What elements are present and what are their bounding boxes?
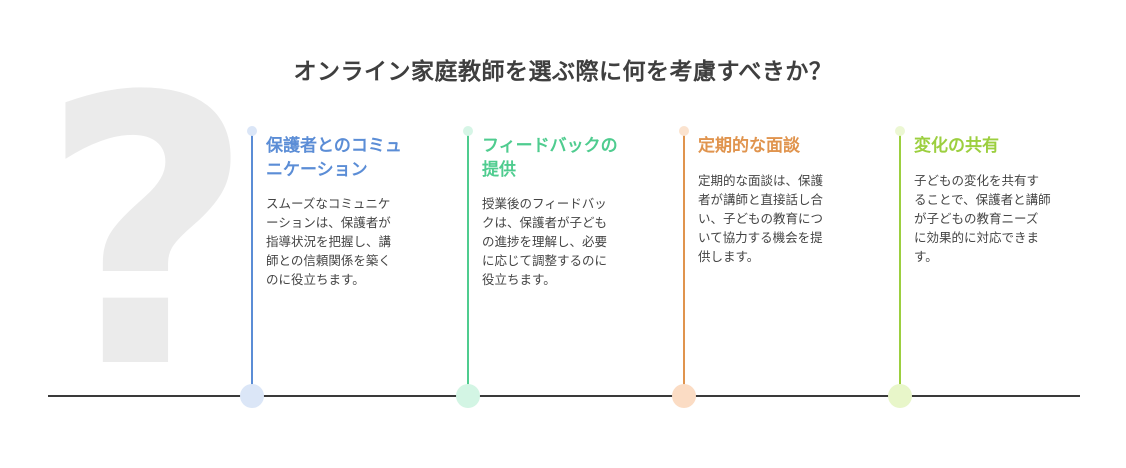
step-description-line: す。: [914, 249, 938, 264]
step-description-line: 役立ちます。: [482, 272, 556, 287]
step-description-line: 供します。: [698, 249, 760, 264]
step-marker-dot: [672, 384, 696, 408]
step-description-line: スムーズなコミュニケ: [266, 196, 391, 211]
step-connector-line: [899, 135, 901, 395]
step-description-line: ーションは、保護者が: [266, 215, 391, 230]
step-title-line: ニケーション: [266, 160, 368, 180]
step-connector-line: [683, 135, 685, 395]
step-description-line: の進捗を理解し、必要: [482, 234, 608, 249]
step-description-line: のに役立ちます。: [266, 272, 365, 287]
step-description-line: いて協力する機会を提: [698, 230, 823, 245]
step-title-line: 保護者とのコミュ: [266, 136, 402, 156]
question-mark-icon: ?: [40, 20, 255, 450]
step-description-line: ることで、保護者と講師: [914, 192, 1051, 207]
step-top-dot: [679, 126, 689, 136]
step-description-line: 者が講師と直接話し合: [698, 192, 824, 207]
step-title-line: 変化の共有: [914, 136, 999, 156]
step-description-line: 子どもの変化を共有す: [914, 173, 1040, 188]
step-title: フィードバックの提供: [482, 134, 662, 182]
step-connector-line: [467, 135, 469, 395]
step-description-line: 授業後のフィードバッ: [482, 196, 607, 211]
step-description-line: が子どもの教育ニーズ: [914, 211, 1039, 226]
step-title: 保護者とのコミュニケーション: [266, 134, 446, 182]
step-title-line: 定期的な面談: [698, 136, 800, 156]
step-marker-dot: [888, 384, 912, 408]
step-top-dot: [247, 126, 257, 136]
step-title-line: 提供: [482, 160, 516, 180]
timeline-baseline: [48, 395, 1080, 397]
step-description-line: 指導状況を把握し、講: [266, 234, 392, 249]
step-marker-dot: [456, 384, 480, 408]
step-description-line: 師との信頼関係を築く: [266, 253, 391, 268]
step-description-line: 定期的な面談は、保護: [698, 173, 824, 188]
step-description: 子どもの変化を共有することで、保護者と講師が子どもの教育ニーズに効果的に対応でき…: [914, 171, 1082, 266]
step-top-dot: [895, 126, 905, 136]
step-title: 定期的な面談: [698, 134, 878, 158]
step-top-dot: [463, 126, 473, 136]
step-description-line: い、子どもの教育につ: [698, 211, 824, 226]
step-description-line: に応じて調整するのに: [482, 253, 608, 268]
step-description: スムーズなコミュニケーションは、保護者が指導状況を把握し、講師との信頼関係を築く…: [266, 194, 434, 289]
step-connector-line: [251, 135, 253, 395]
step-title: 変化の共有: [914, 134, 1094, 158]
step-title-line: フィードバックの: [482, 136, 618, 156]
step-description: 授業後のフィードバックは、保護者が子どもの進捗を理解し、必要に応じて調整するのに…: [482, 194, 650, 289]
step-description-line: クは、保護者が子ども: [482, 215, 608, 230]
diagram-title: オンライン家庭教師を選ぶ際に何を考慮すべきか？: [293, 59, 833, 85]
step-description-line: に効果的に対応できま: [914, 230, 1040, 245]
step-marker-dot: [240, 384, 264, 408]
step-description: 定期的な面談は、保護者が講師と直接話し合い、子どもの教育について協力する機会を提…: [698, 171, 866, 266]
